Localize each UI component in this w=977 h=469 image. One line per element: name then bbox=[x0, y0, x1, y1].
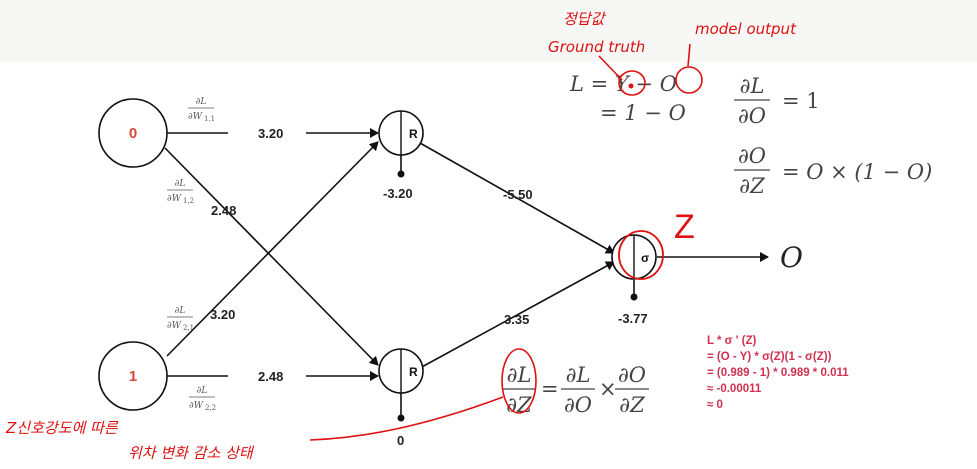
svg-text:×: × bbox=[599, 377, 617, 401]
edge-top-to-sigma bbox=[419, 142, 615, 254]
svg-text:∂Z: ∂Z bbox=[619, 393, 645, 417]
calc-line-3: = (0.989 - 1) * 0.989 * 0.011 bbox=[707, 367, 849, 379]
svg-text:∂O: ∂O bbox=[738, 104, 766, 128]
svg-text:= O × (1 − O): = O × (1 − O) bbox=[782, 160, 932, 184]
annotation-circle-o bbox=[675, 66, 703, 94]
svg-text:∂W: ∂W bbox=[167, 321, 182, 331]
calc-line-1: L * σ ' (Z) bbox=[707, 335, 757, 347]
annotation-underline-note bbox=[309, 396, 504, 441]
annotation-dot-y bbox=[628, 83, 634, 89]
weight-w21: 3.20 bbox=[210, 307, 235, 322]
relu-node-top-label: R bbox=[409, 127, 418, 141]
input-node-1-label: 1 bbox=[129, 368, 137, 385]
annotation-circle-sigma bbox=[618, 230, 664, 280]
calculation-block: L * σ ' (Z) = (O - Y) * σ(Z)(1 - σ(Z)) =… bbox=[707, 335, 849, 411]
svg-text:∂L: ∂L bbox=[740, 74, 765, 98]
annotation-circle-y bbox=[618, 70, 646, 96]
svg-text:∂L: ∂L bbox=[175, 179, 186, 189]
edge-0-to-bottom bbox=[164, 147, 379, 366]
svg-text:= 1: = 1 bbox=[782, 89, 820, 113]
svg-text:∂W: ∂W bbox=[188, 112, 203, 122]
input-node-0-label: 0 bbox=[129, 125, 137, 142]
svg-text:∂L: ∂L bbox=[196, 97, 207, 107]
svg-text:2,1: 2,1 bbox=[183, 324, 194, 332]
deriv-label-w21: ∂L ∂W 2,1 bbox=[167, 306, 194, 332]
deriv-label-w22: ∂L ∂W 2,2 bbox=[189, 386, 216, 412]
input-node-0 bbox=[98, 98, 168, 168]
svg-text:∂L: ∂L bbox=[197, 386, 208, 396]
svg-text:∂L: ∂L bbox=[175, 306, 186, 316]
top-margin-band bbox=[0, 0, 977, 62]
weight-w22: 2.48 bbox=[258, 369, 283, 384]
annotation-circle-dLdZ bbox=[501, 348, 537, 414]
weight-w12: 2.48 bbox=[211, 203, 236, 218]
bias-relu-top: -3.20 bbox=[383, 186, 413, 201]
deriv-label-w11: ∂L ∂W 1,1 bbox=[188, 97, 215, 123]
calc-line-5: ≈ 0 bbox=[707, 399, 723, 411]
svg-text:1,1: 1,1 bbox=[204, 115, 215, 123]
svg-text:=: = bbox=[541, 377, 559, 401]
svg-text:∂Z: ∂Z bbox=[739, 174, 765, 198]
annotation-arrow-to-y bbox=[598, 55, 623, 81]
sigmoid-node-label: σ bbox=[641, 251, 649, 265]
output-label: O bbox=[780, 241, 803, 274]
bias-dot-top bbox=[397, 170, 405, 178]
dO-dZ-equation: ∂O ∂Z = O × (1 − O) bbox=[734, 144, 932, 198]
deriv-label-w12: ∂L ∂W 1,2 bbox=[167, 179, 194, 205]
svg-text:∂L: ∂L bbox=[566, 363, 591, 387]
annotation-ground-truth: Ground truth bbox=[548, 38, 645, 56]
weight-relu-bottom-out: 3.35 bbox=[504, 312, 529, 327]
annotation-arrow-to-o bbox=[687, 43, 691, 67]
svg-text:∂O: ∂O bbox=[618, 363, 646, 387]
calc-line-2: = (O - Y) * σ(Z)(1 - σ(Z)) bbox=[707, 351, 832, 363]
relu-node-bottom-label: R bbox=[409, 365, 418, 379]
svg-text:∂W: ∂W bbox=[167, 194, 182, 204]
calc-line-4: ≈ -0.00011 bbox=[707, 383, 762, 395]
bias-sigmoid: -3.77 bbox=[618, 311, 648, 326]
svg-text:1,2: 1,2 bbox=[183, 197, 194, 205]
bias-dot-bottom bbox=[397, 414, 405, 422]
dL-dO-equation: ∂L ∂O = 1 bbox=[734, 74, 820, 128]
bias-relu-bottom: 0 bbox=[397, 433, 404, 448]
edge-1-to-top bbox=[166, 141, 379, 357]
annotation-z-mark: Z bbox=[674, 208, 695, 246]
svg-text:∂O: ∂O bbox=[564, 393, 592, 417]
annotation-model: model output bbox=[695, 20, 797, 38]
svg-text:∂O: ∂O bbox=[738, 144, 766, 168]
svg-text:∂W: ∂W bbox=[189, 401, 204, 411]
annotation-note-line2: 위차 변화 감소 상태 bbox=[128, 444, 255, 462]
weight-w11: 3.20 bbox=[258, 126, 283, 141]
input-node-1 bbox=[98, 341, 168, 411]
annotation-note-line1: Z신호강도에 따른 bbox=[5, 419, 119, 437]
bias-dot-sigma bbox=[630, 293, 638, 301]
loss-equation-line2: = 1 − O bbox=[600, 101, 686, 125]
annotation-ground-truth-korean: 정답값 bbox=[563, 10, 607, 28]
svg-text:2,2: 2,2 bbox=[205, 404, 216, 412]
weight-relu-top-out: -5.50 bbox=[503, 187, 533, 202]
edge-bottom-to-sigma bbox=[419, 261, 615, 369]
svg-text:∂L: ∂L bbox=[507, 363, 532, 387]
chain-rule-equation: ∂L ∂Z = ∂L ∂O × ∂O ∂Z bbox=[502, 363, 649, 417]
